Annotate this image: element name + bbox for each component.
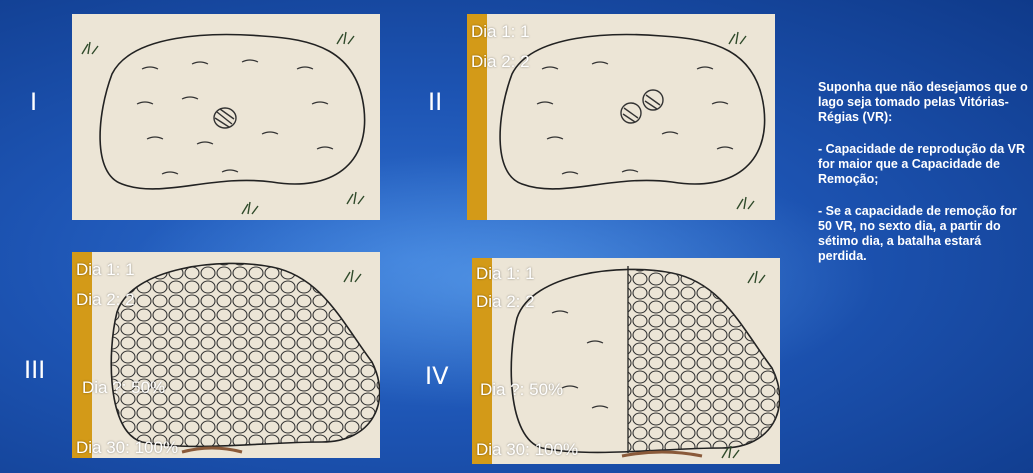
label-day-1: Dia 1: 1 [471,22,530,42]
point-2-paragraph: - Se a capacidade de remoção for 50 VR, … [818,204,1030,264]
lake-drawing-i [72,14,380,220]
label-day-unknown: Dia ?: 50% [480,380,563,400]
lake-drawing-ii [467,14,775,220]
point-1-paragraph: - Capacidade de reprodução da VR for mai… [818,142,1030,187]
lake-drawing-iv [472,258,780,464]
label-day-2: Dia 2: 2 [476,292,535,312]
label-day-unknown: Dia ?: 50% [82,378,165,398]
label-day-30: Dia 30: 100% [76,438,178,458]
panel-ii: Dia 1: 1 Dia 2: 2 [467,14,775,220]
label-day-1: Dia 1: 1 [476,264,535,284]
panel-label-iii: III [24,356,45,384]
water-lilies [621,90,663,123]
label-day-2: Dia 2: 2 [471,52,530,72]
explanation-text: Suponha que não desejamos que o lago sej… [818,80,1030,281]
panel-label-iv: IV [425,362,449,390]
water-lily [214,108,236,128]
panel-label-i: I [30,88,37,116]
panel-iv: Dia 1: 1 Dia 2: 2 Dia ?: 50% Dia 30: 100… [472,258,780,464]
label-day-30: Dia 30: 100% [476,440,578,460]
label-day-1: Dia 1: 1 [76,260,135,280]
timeline-bar [72,252,92,458]
lake-drawing-iii [72,252,380,458]
intro-paragraph: Suponha que não desejamos que o lago sej… [818,80,1030,125]
label-day-2: Dia 2: 2 [76,290,135,310]
panel-iii: Dia 1: 1 Dia 2: 2 Dia ?: 50% Dia 30: 100… [72,252,380,458]
panel-label-ii: II [428,88,442,116]
panel-i [72,14,380,220]
